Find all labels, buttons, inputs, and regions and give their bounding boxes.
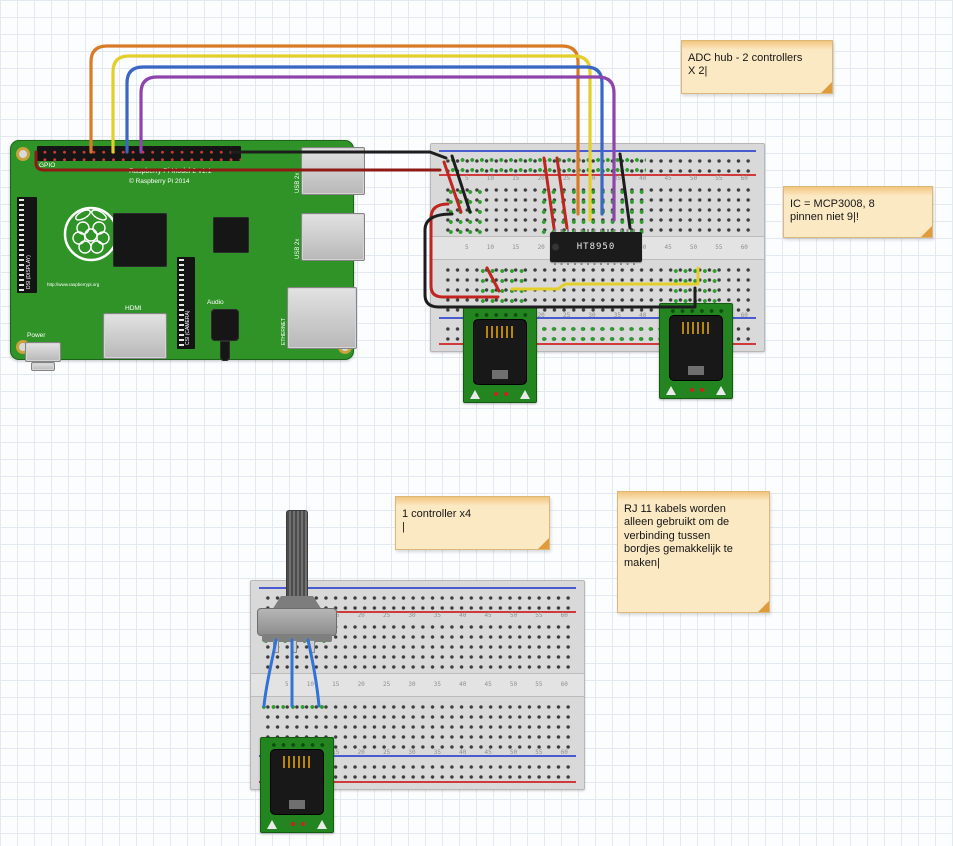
rj11-jack-1[interactable] bbox=[463, 307, 537, 403]
audio-jack[interactable] bbox=[211, 309, 239, 341]
power-rail-line-blue bbox=[259, 587, 576, 589]
mounting-hole bbox=[16, 147, 30, 161]
rj11-solder-dot bbox=[301, 822, 305, 826]
potentiometer-leg bbox=[309, 640, 315, 653]
audio-label: Audio bbox=[207, 299, 224, 306]
power-rail-line-red bbox=[259, 781, 576, 783]
rj11-socket bbox=[270, 749, 324, 815]
connected-holes bbox=[567, 184, 649, 234]
power-rail-line-blue bbox=[259, 755, 576, 757]
usb-controller-chip bbox=[213, 217, 249, 253]
usb-port-2[interactable] bbox=[301, 213, 365, 261]
connected-holes bbox=[257, 699, 327, 715]
note-fold bbox=[821, 82, 832, 93]
power-micro-usb-tip bbox=[31, 362, 55, 371]
rj11-solder-dot bbox=[690, 388, 694, 392]
rj11-socket bbox=[669, 315, 723, 381]
rj11-header-pins bbox=[267, 739, 327, 747]
rj11-contacts bbox=[283, 756, 313, 768]
gpio-label: GPIO bbox=[39, 162, 56, 169]
ic-notch bbox=[552, 243, 559, 251]
connected-holes bbox=[537, 184, 569, 234]
rj11-mark bbox=[666, 386, 676, 395]
connected-holes bbox=[476, 263, 524, 311]
hdmi-label: HDMI bbox=[125, 305, 142, 312]
audio-jack-stem bbox=[220, 341, 230, 361]
rj11-solder-dot bbox=[700, 388, 704, 392]
url-label: http://www.raspberrypi.org bbox=[47, 282, 100, 287]
sticky-note-adc-hub[interactable]: ADC hub - 2 controllers X 2| bbox=[681, 40, 833, 94]
model-label: Raspberry Pi Model 2 v1.1 bbox=[129, 168, 212, 175]
power-rail-holes bbox=[261, 759, 574, 779]
copyright-label: © Raspberry Pi 2014 bbox=[129, 178, 190, 185]
power-label: Power bbox=[27, 332, 46, 339]
potentiometer-shaft bbox=[286, 510, 308, 598]
note-drag-bar[interactable] bbox=[618, 492, 769, 501]
note-text[interactable]: IC = MCP3008, 8 pinnen niet 9|! bbox=[790, 198, 875, 224]
note-drag-bar[interactable] bbox=[396, 497, 549, 506]
rj11-contacts bbox=[486, 326, 516, 338]
ethernet-port[interactable] bbox=[287, 287, 357, 349]
note-fold bbox=[758, 601, 769, 612]
note-drag-bar[interactable] bbox=[682, 41, 832, 50]
potentiometer-body bbox=[257, 608, 337, 636]
note-text[interactable]: 1 controller x4 | bbox=[402, 508, 472, 534]
power-rail-line-blue bbox=[439, 317, 756, 319]
note-fold bbox=[921, 226, 932, 237]
rj11-mark bbox=[267, 820, 277, 829]
potentiometer[interactable] bbox=[255, 510, 339, 653]
rj11-mark bbox=[716, 386, 726, 395]
usb-port-1[interactable] bbox=[301, 147, 365, 195]
power-rail-line-red bbox=[259, 611, 576, 613]
power-rail-holes bbox=[261, 590, 574, 610]
rj11-header-pins bbox=[666, 305, 726, 313]
sticky-note-rj11[interactable]: RJ 11 kabels worden alleen gebruikt om d… bbox=[617, 491, 770, 613]
sticky-note-ic[interactable]: IC = MCP3008, 8 pinnen niet 9|! bbox=[783, 186, 933, 238]
power-micro-usb[interactable] bbox=[25, 342, 61, 362]
potentiometer-leg bbox=[273, 640, 279, 653]
potentiometer-base bbox=[262, 634, 332, 642]
rj11-contacts bbox=[682, 322, 712, 334]
dsi-label: DSI (DISPLAY) bbox=[26, 255, 32, 289]
rj11-solder-dot bbox=[504, 392, 508, 396]
rj11-mark bbox=[317, 820, 327, 829]
dsi-connector[interactable] bbox=[17, 197, 37, 293]
potentiometer-leg bbox=[291, 640, 297, 653]
connected-holes bbox=[444, 184, 482, 234]
connected-holes bbox=[446, 152, 646, 174]
sticky-note-controller[interactable]: 1 controller x4 | bbox=[395, 496, 550, 550]
hdmi-port[interactable] bbox=[103, 313, 167, 359]
rj11-jack-3[interactable] bbox=[260, 737, 334, 833]
rj11-mark bbox=[470, 390, 480, 399]
rj11-mark bbox=[520, 390, 530, 399]
rj11-solder-dot bbox=[494, 392, 498, 396]
ic-mcp3008[interactable]: HT8950 bbox=[550, 229, 642, 265]
power-rail-line-red bbox=[439, 343, 756, 345]
note-text[interactable]: ADC hub - 2 controllers X 2| bbox=[688, 52, 803, 78]
note-drag-bar[interactable] bbox=[784, 187, 932, 196]
soc-chip bbox=[113, 213, 167, 267]
note-fold bbox=[538, 538, 549, 549]
rj11-jack-2[interactable] bbox=[659, 303, 733, 399]
ic-label: HT8950 bbox=[576, 242, 616, 252]
note-text[interactable]: RJ 11 kabels worden alleen gebruikt om d… bbox=[624, 503, 733, 569]
csi-connector[interactable] bbox=[177, 257, 195, 349]
csi-label: CSI (CAMERA) bbox=[185, 310, 191, 345]
rj11-header-pins bbox=[470, 309, 530, 317]
rj11-clip-slot bbox=[289, 800, 305, 809]
gpio-header[interactable] bbox=[37, 146, 241, 161]
rj11-clip-slot bbox=[688, 366, 704, 375]
raspberry-pi-board[interactable]: GPIO Raspberry Pi Model 2 v1.1 © Raspber… bbox=[10, 140, 365, 371]
rj11-solder-dot bbox=[291, 822, 295, 826]
potentiometer-skirt bbox=[272, 596, 322, 610]
rj11-clip-slot bbox=[492, 370, 508, 379]
rj11-socket bbox=[473, 319, 527, 385]
